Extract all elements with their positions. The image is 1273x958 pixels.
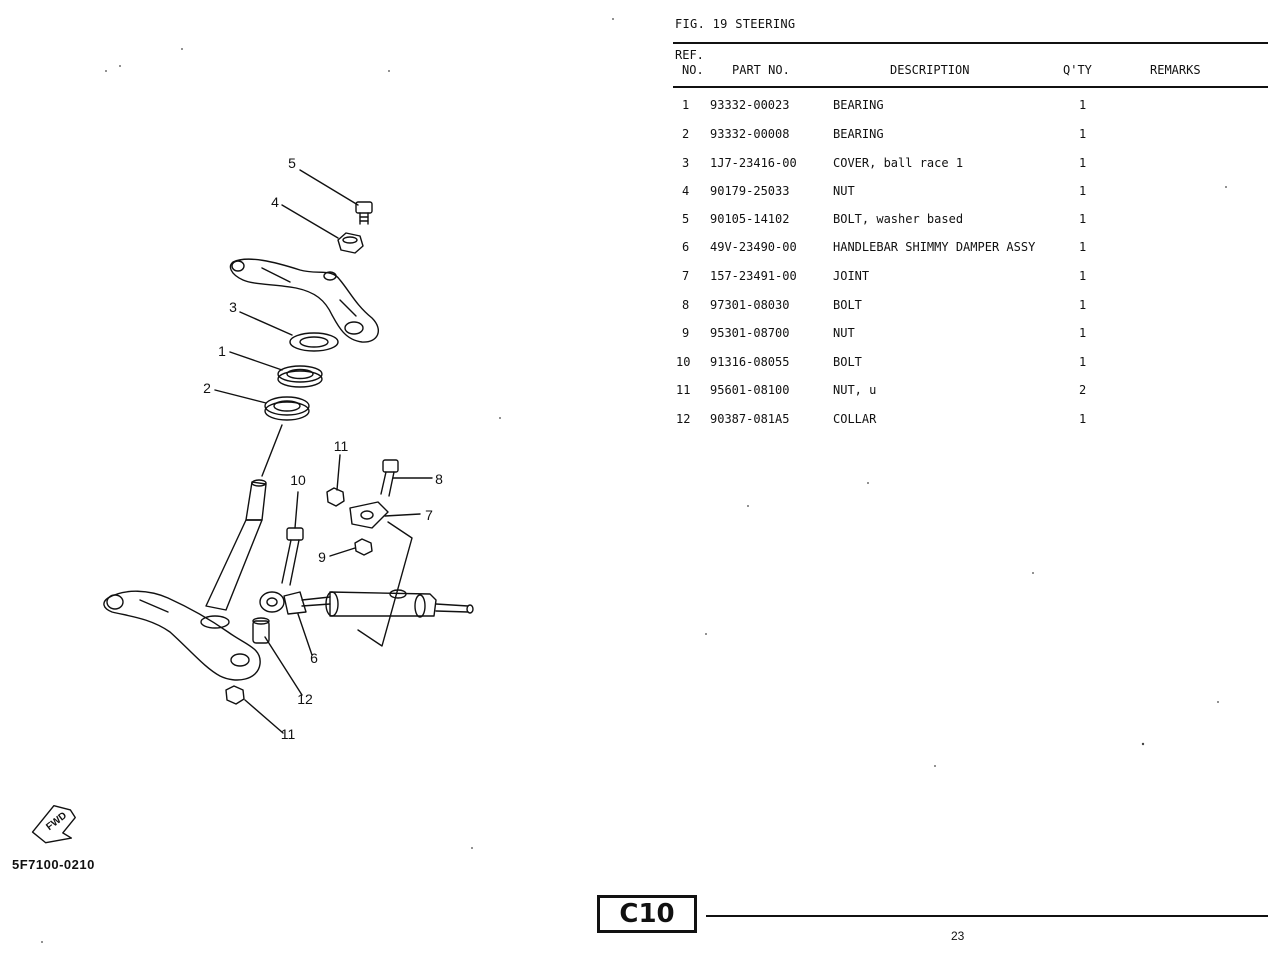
cell-ref: 12	[676, 412, 691, 426]
table-row: 3 1J7-23416-00 COVER, ball race 1 1	[0, 156, 1273, 176]
cell-description: JOINT	[833, 269, 870, 283]
cell-ref: 1	[682, 98, 690, 112]
table-row: 8 97301-08030 BOLT 1	[0, 298, 1273, 318]
cell-qty: 1	[1079, 240, 1087, 254]
callout-5: 5	[288, 155, 296, 171]
cell-part-no: 93332-00008	[710, 127, 790, 141]
cell-description: BOLT	[833, 298, 862, 312]
header-description: DESCRIPTION	[890, 63, 970, 77]
cell-part-no: 90387-081A5	[710, 412, 790, 426]
cell-description: NUT	[833, 326, 855, 340]
callout-8: 8	[435, 471, 443, 487]
cell-part-no: 49V-23490-00	[710, 240, 797, 254]
cell-qty: 1	[1079, 212, 1087, 226]
callout-7: 7	[425, 507, 433, 523]
section-badge: C10	[597, 895, 697, 933]
cell-ref: 7	[682, 269, 690, 283]
table-row: 6 49V-23490-00 HANDLEBAR SHIMMY DAMPER A…	[0, 240, 1273, 260]
cell-part-no: 1J7-23416-00	[710, 156, 797, 170]
cell-description: COLLAR	[833, 412, 877, 426]
callout-4: 4	[271, 194, 279, 210]
cell-part-no: 97301-08030	[710, 298, 790, 312]
cell-ref: 9	[682, 326, 690, 340]
callout-10: 10	[290, 472, 306, 488]
figure-title: FIG. 19 STEERING	[675, 17, 796, 31]
cell-ref: 2	[682, 127, 690, 141]
cell-part-no: 91316-08055	[710, 355, 790, 369]
cell-description: BOLT, washer based	[833, 212, 964, 226]
table-row: 2 93332-00008 BEARING 1	[0, 127, 1273, 147]
header-rule-bottom	[673, 86, 1268, 88]
cell-qty: 1	[1079, 355, 1087, 369]
cell-ref: 8	[682, 298, 690, 312]
header-remarks: REMARKS	[1150, 63, 1201, 77]
cell-part-no: 157-23491-00	[710, 269, 797, 283]
steering-parts-illustration	[31, 18, 614, 943]
document-code: 5F7100-0210	[12, 857, 95, 872]
callout-3: 3	[229, 299, 237, 315]
cell-part-no: 93332-00023	[710, 98, 790, 112]
callout-6: 6	[310, 650, 318, 666]
cell-qty: 1	[1079, 298, 1087, 312]
callout-1: 1	[218, 343, 226, 359]
cell-qty: 1	[1079, 156, 1087, 170]
cell-description: COVER, ball race 1	[833, 156, 964, 170]
cell-description: NUT, u	[833, 383, 877, 397]
cell-ref: 5	[682, 212, 690, 226]
cell-ref: 11	[676, 383, 691, 397]
header-ref-no: REF. NO.	[675, 48, 704, 78]
cell-qty: 1	[1079, 269, 1087, 283]
table-row: 5 90105-14102 BOLT, washer based 1	[0, 212, 1273, 232]
cell-part-no: 95301-08700	[710, 326, 790, 340]
cell-ref: 10	[676, 355, 691, 369]
cell-ref: 4	[682, 184, 690, 198]
callout-11-lower: 11	[280, 726, 296, 742]
cell-qty: 2	[1079, 383, 1087, 397]
cell-qty: 1	[1079, 184, 1087, 198]
header-qty: Q'TY	[1063, 63, 1092, 77]
cell-qty: 1	[1079, 412, 1087, 426]
callout-2: 2	[203, 380, 211, 396]
cell-description: HANDLEBAR SHIMMY DAMPER ASSY	[833, 240, 1036, 254]
cell-qty: 1	[1079, 98, 1087, 112]
cell-description: BEARING	[833, 127, 884, 141]
header-ref-line2: NO.	[682, 63, 704, 77]
table-row: 1 93332-00023 BEARING 1	[0, 98, 1273, 118]
callout-9: 9	[318, 549, 326, 565]
table-row: 9 95301-08700 NUT 1	[0, 326, 1273, 346]
table-row: 7 157-23491-00 JOINT 1	[0, 269, 1273, 289]
exploded-diagram: 5 4 3 1 2 11 10 8 7 9 6 12 11 FWD 5F7100…	[12, 18, 614, 943]
table-row: 10 91316-08055 BOLT 1	[0, 355, 1273, 375]
table-row: 11 95601-08100 NUT, u 2	[0, 383, 1273, 403]
callout-12: 12	[297, 691, 313, 707]
callout-11-upper: 11	[333, 438, 349, 454]
header-part-no: PART NO.	[732, 63, 790, 77]
header-rule-top	[673, 42, 1268, 44]
cell-part-no: 90179-25033	[710, 184, 790, 198]
cell-description: BEARING	[833, 98, 884, 112]
cell-qty: 1	[1079, 326, 1087, 340]
cell-part-no: 90105-14102	[710, 212, 790, 226]
cell-description: BOLT	[833, 355, 862, 369]
cell-qty: 1	[1079, 127, 1087, 141]
cell-description: NUT	[833, 184, 855, 198]
page-number: 23	[951, 929, 965, 943]
cell-part-no: 95601-08100	[710, 383, 790, 397]
footer-rule	[706, 915, 1268, 917]
cell-ref: 6	[682, 240, 690, 254]
cell-ref: 3	[682, 156, 690, 170]
header-ref-line1: REF.	[675, 48, 704, 62]
table-row: 4 90179-25033 NUT 1	[0, 184, 1273, 204]
table-row: 12 90387-081A5 COLLAR 1	[0, 412, 1273, 432]
